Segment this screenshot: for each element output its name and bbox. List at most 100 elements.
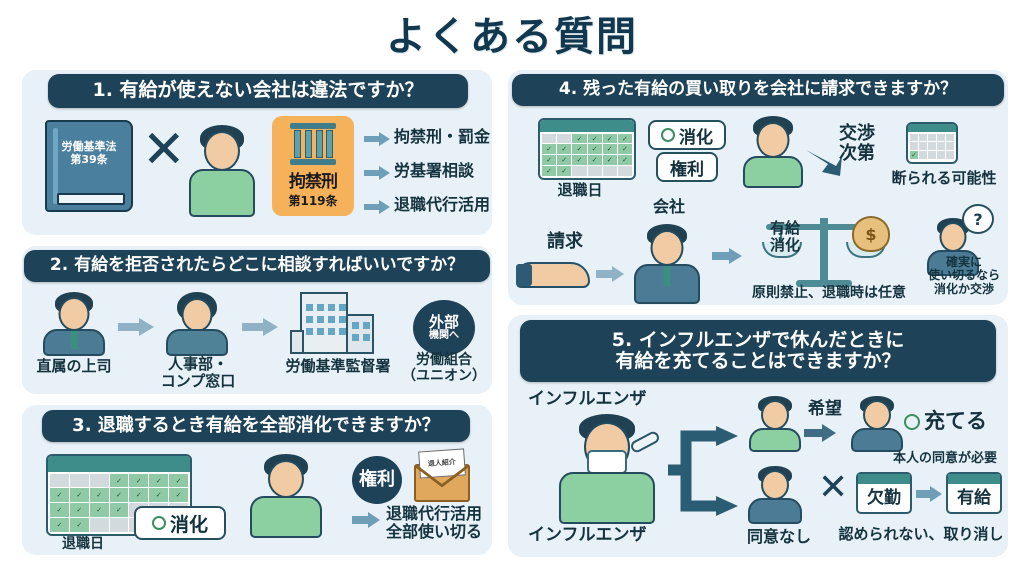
book-label: 労働基準法 第39条 [47, 141, 131, 166]
requesting-hand-icon [516, 262, 590, 288]
q5-allow-label: 充てる [904, 409, 1016, 434]
q4-advice-line1: 確実に [945, 255, 982, 269]
avatar-head [761, 400, 789, 430]
relaxed-employee-avatar [238, 452, 334, 538]
arrow-icon [804, 424, 836, 442]
panel-q5-heading-line2: 有給を充てることはできますか？ [615, 350, 901, 372]
paid-leave-card-text: 有給 [957, 488, 991, 508]
money-bag-icon: $ [852, 216, 890, 252]
book-spine [53, 128, 58, 204]
panel-q1-heading: 1. 有給が使えない会社は違法ですか？ [48, 74, 468, 108]
absence-card: 欠勤 [856, 472, 912, 514]
panel-q3-heading: 3. 退職するとき有給を全部消化できますか？ [42, 410, 470, 442]
q5-wishing-avatar [746, 396, 804, 452]
prison-bars-icon [290, 123, 336, 165]
q4-question-avatar [924, 218, 982, 276]
arrow-icon [596, 266, 624, 282]
q5-top-label: インフルエンザ [528, 389, 647, 409]
q5-no-consent-label: 同意なし [746, 527, 811, 546]
negotiation-arrow-icon [806, 150, 842, 176]
q4-advice-line2: 使い切るなら [927, 268, 1000, 283]
labor-law-book-icon: 労働基準法 第39条 [45, 120, 133, 212]
avatar-head [268, 460, 304, 498]
panel-q5-heading: 5. インフルエンザで休んだときに 有給を充てることはできますか？ [520, 320, 996, 382]
q4-advice-line3: 消化か交渉 [933, 281, 994, 296]
q2-step-2-label: 人事部・ コンプ窓口 [150, 356, 246, 390]
avatar-head [863, 400, 891, 430]
worried-employee-avatar [185, 125, 259, 217]
q4-scale-left-line2: 消化 [769, 235, 800, 254]
necktie-icon [70, 331, 78, 349]
arrow-icon [712, 248, 742, 264]
q3-result-line2: 全部使い切る [386, 521, 483, 541]
arrow-icon [916, 486, 942, 502]
q3-result-label: 退職代行活用 全部使い切る [386, 505, 496, 541]
q4-calendar-icon [538, 118, 636, 180]
q4-company-avatar [630, 224, 704, 304]
circle-icon [151, 516, 166, 530]
q4-scale-left-label: 有給 消化 [762, 220, 808, 254]
q3-result-line1: 退職代行活用 [386, 504, 483, 523]
avatar-body [743, 156, 803, 188]
q4-advice-label: 確実に 使い切るなら 消化か交渉 [916, 255, 1012, 296]
external-badge-line1: 外部 [428, 312, 459, 331]
avatar-head [756, 122, 790, 158]
resignation-service-envelope-icon: 退人紹介 [414, 448, 470, 502]
q5-allow-text: 充てる [924, 409, 987, 433]
book-pages [57, 193, 125, 205]
q4-request-label: 請求 [547, 231, 583, 252]
q2-union-label: 労働組合 （ユニオン） [398, 352, 490, 384]
q4-small-calendar-icon [906, 122, 958, 164]
avatar-body [189, 169, 255, 217]
q4-callout-top-text: 消化 [679, 127, 713, 148]
boss-avatar [40, 292, 108, 356]
avatar-body [559, 472, 655, 524]
prison-card-article: 第119条 [288, 194, 338, 208]
q5-bottom-label: インフルエンザ [528, 525, 647, 545]
q5-consent-note: 本人の同意が必要 [892, 451, 997, 466]
arrow-icon [118, 318, 154, 336]
panel-q5-heading-line1: 5. インフルエンザで休んだときに [611, 328, 905, 351]
absence-card-text: 欠勤 [867, 488, 901, 508]
book-label-line1: 労働基準法 [61, 140, 117, 154]
q1-bullet-1: 拘禁刑・罰金 [394, 127, 491, 146]
q2-step-1-label: 直属の上司 [36, 357, 112, 375]
arrow-icon [364, 200, 390, 214]
avatar-body [748, 498, 802, 524]
q4-scale-left-line1: 有給 [769, 219, 800, 237]
q4-kenri-callout: 権利 [656, 152, 718, 182]
q5-deny-caption: 認められない、取り消し [838, 525, 1004, 543]
labor-bureau-building-icon [290, 292, 376, 354]
external-badge-line2: 機関へ [429, 329, 459, 341]
avatar-head [939, 222, 967, 252]
q3-shoka-callout: 消化 [134, 506, 226, 540]
q3-callout-text: 消化 [169, 513, 208, 536]
arrow-icon [242, 318, 278, 336]
cross-mark-icon: ✕ [818, 467, 849, 508]
avatar-body [749, 428, 801, 452]
sick-employee-avatar [552, 414, 662, 524]
external-org-badge: 外部 機関へ [413, 300, 475, 356]
page-title: よくある質問 [386, 14, 638, 60]
q5-approver-avatar [848, 396, 906, 452]
q4-negotiation-line1: 交渉 [839, 123, 875, 144]
q4-calendar-caption: 退職日 [557, 181, 603, 199]
panel-q4-heading: 4. 残った有給の買い取りを会社に請求できますか？ [512, 74, 1004, 106]
book-label-line2: 第39条 [70, 153, 108, 166]
q4-scale-caption: 原則禁止、退職時は任意 [752, 285, 906, 301]
avatar-body [166, 329, 228, 356]
avatar-head [761, 470, 789, 500]
avatar-head [650, 230, 684, 266]
circle-icon [904, 414, 920, 430]
q4-employee-avatar [740, 116, 806, 188]
avatar-head [58, 297, 90, 331]
prison-card-title: 拘禁刑 [289, 172, 338, 192]
q2-union-line1: 労働組合 [416, 352, 472, 368]
avatar-head [181, 298, 213, 332]
sleeve-cuff [516, 264, 532, 286]
q5-wish-label: 希望 [808, 399, 842, 419]
q1-bullet-3: 退職代行活用 [394, 195, 491, 214]
avatar-head [204, 131, 240, 171]
q4-negotiation-label: 交渉 次第 [826, 123, 888, 164]
